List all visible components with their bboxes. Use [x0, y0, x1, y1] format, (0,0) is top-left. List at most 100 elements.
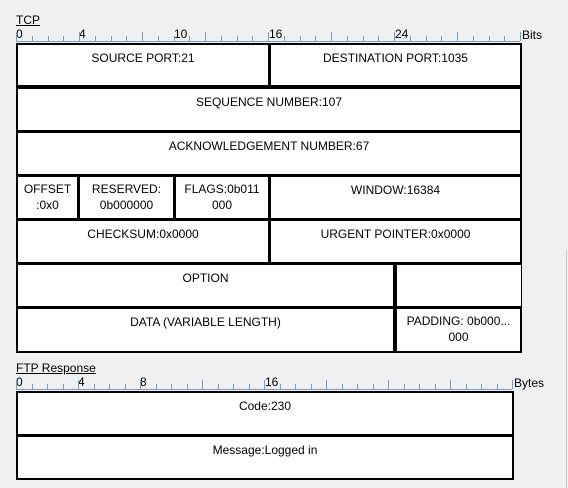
message-label: Message: — [212, 443, 265, 457]
option-label: OPTION — [182, 271, 229, 285]
window-field: WINDOW:16384 — [271, 177, 520, 218]
padding-line2: 000 — [448, 330, 469, 344]
flags-line1: FLAGS:0b011 — [184, 182, 260, 196]
ruler-tick — [189, 36, 190, 41]
ack-number-field: ACKNOWLEDGEMENT NUMBER:67 — [18, 133, 520, 174]
ruler-tick — [252, 36, 253, 41]
ruler-tick — [435, 384, 436, 389]
code-field: Code:230 — [18, 393, 512, 434]
ruler-label-16: 16 — [265, 375, 279, 389]
ruler-tick — [295, 384, 296, 389]
ruler-tick — [233, 384, 234, 389]
ruler-tick — [126, 36, 127, 41]
ruler-tick — [32, 36, 33, 41]
ruler-tick — [187, 384, 188, 389]
ruler-tick — [249, 384, 250, 389]
ruler-tick — [158, 36, 159, 41]
ruler-label-0: 0 — [16, 375, 23, 389]
ruler-tick — [357, 384, 358, 389]
padding-field: PADDING: 0b000... 000 — [397, 309, 520, 351]
message-field: Message:Logged in — [18, 437, 512, 478]
ruler-tick — [512, 380, 513, 389]
destination-port-label: DESTINATION PORT: — [323, 51, 442, 65]
ruler-tick — [142, 32, 143, 41]
message-value: Logged in — [264, 443, 318, 457]
destination-port-field: DESTINATION PORT:1035 — [271, 45, 520, 85]
ruler-tick — [373, 384, 374, 389]
ruler-tick — [394, 32, 395, 41]
offset-line2: :0x0 — [36, 198, 59, 212]
ruler-tick — [140, 380, 141, 389]
ruler-tick — [63, 384, 64, 389]
flags-field: FLAGS:0b011 000 — [176, 177, 268, 218]
ruler-tick — [363, 36, 364, 41]
ruler-tick — [268, 32, 269, 41]
ruler-label-4: 4 — [78, 375, 85, 389]
urgent-pointer-label: URGENT POINTER: — [320, 227, 432, 241]
ruler-tick — [410, 36, 411, 41]
ruler-tick — [520, 32, 521, 41]
code-value: 230 — [271, 399, 292, 413]
ruler-tick — [63, 36, 64, 41]
window-label: WINDOW: — [350, 183, 407, 197]
ruler-tick — [171, 384, 172, 389]
ruler-tick — [125, 384, 126, 389]
sequence-number-label: SEQUENCE NUMBER: — [195, 95, 322, 109]
ruler-tick — [466, 384, 467, 389]
ruler-tick — [218, 384, 219, 389]
ruler-tick — [450, 380, 451, 389]
ruler-tick — [237, 36, 238, 41]
destination-port-value: 1035 — [441, 51, 468, 65]
ruler-tick — [315, 36, 316, 41]
ruler-tick — [280, 384, 281, 389]
sequence-number-value: 107 — [322, 95, 343, 109]
ruler-tick — [16, 380, 17, 389]
ruler-tick — [504, 36, 505, 41]
ruler-tick — [426, 36, 427, 41]
ruler-label-0: 0 — [16, 27, 23, 41]
ruler-tick — [111, 36, 112, 41]
ruler-tick — [326, 380, 327, 389]
ruler-tick — [497, 384, 498, 389]
checksum-field: CHECKSUM:0x0000 — [18, 221, 268, 262]
ruler-tick — [47, 384, 48, 389]
checksum-value: 0x0000 — [159, 227, 199, 241]
ruler-tick — [156, 384, 157, 389]
option-padding-field — [397, 265, 521, 306]
ruler-tick — [221, 36, 222, 41]
ruler-tick — [174, 36, 175, 41]
ruler-tick — [32, 384, 33, 389]
ack-number-label: ACKNOWLEDGEMENT NUMBER: — [168, 139, 356, 153]
urgent-pointer-field: URGENT POINTER:0x0000 — [271, 221, 520, 262]
ruler-tick — [264, 380, 265, 389]
reserved-line2: 0b000000 — [99, 198, 154, 212]
ack-number-value: 67 — [355, 139, 370, 153]
offset-line1: OFFSET — [23, 182, 72, 196]
urgent-pointer-value: 0x0000 — [431, 227, 471, 241]
source-port-field: SOURCE PORT:21 — [18, 45, 268, 85]
ruler-tick — [331, 32, 332, 41]
ruler-tick — [347, 36, 348, 41]
ruler-tick — [388, 380, 389, 389]
ruler-tick — [489, 36, 490, 41]
ruler-label-24: 24 — [395, 27, 409, 41]
ruler-tick — [48, 36, 49, 41]
flags-line2: 000 — [211, 198, 233, 212]
source-port-label: SOURCE PORT: — [91, 51, 182, 65]
code-label: Code: — [238, 399, 271, 413]
ruler-label-8: 8 — [140, 375, 147, 389]
ruler-tick — [441, 36, 442, 41]
tcp-unit-label: Bits — [522, 28, 543, 42]
reserved-field: RESERVED: 0b000000 — [80, 177, 173, 218]
source-port-value: 21 — [181, 51, 195, 65]
ftp-byte-ruler: 0 4 8 16 — [16, 375, 513, 392]
ruler-tick — [457, 32, 458, 41]
ruler-label-16: 16 — [269, 27, 283, 41]
data-field: DATA (VARIABLE LENGTH) — [18, 309, 393, 351]
ruler-tick — [481, 384, 482, 389]
checksum-label: CHECKSUM: — [87, 227, 160, 241]
ruler-label-4: 4 — [79, 27, 86, 41]
ftp-section-title: FTP Response — [16, 361, 96, 375]
padding-line1: PADDING: 0b000... — [406, 314, 511, 328]
ruler-tick — [473, 36, 474, 41]
